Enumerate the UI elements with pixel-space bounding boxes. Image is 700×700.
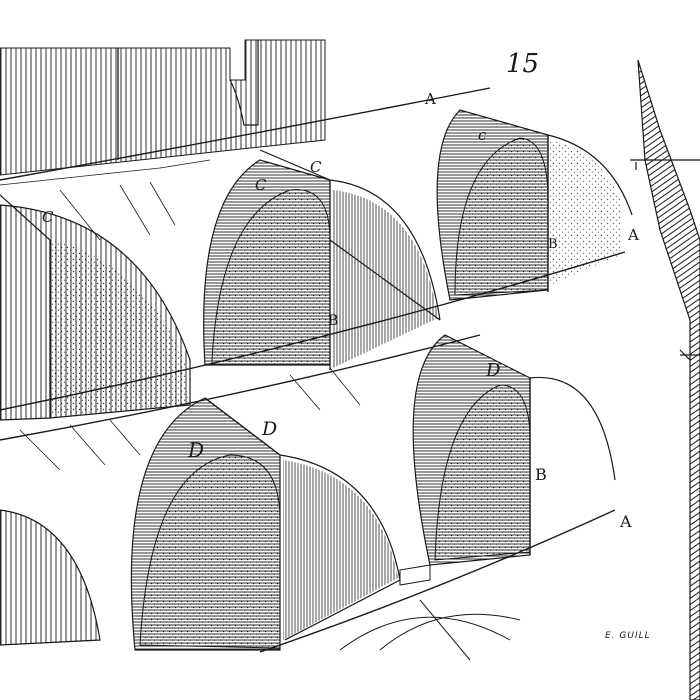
vault-upper-right — [436, 109, 633, 301]
engraver-signature: E. GUILL — [605, 631, 651, 641]
label-c-far-left: C — [42, 208, 54, 226]
label-a-mid: A — [627, 226, 639, 244]
vault-upper-left — [0, 194, 191, 421]
label-a-bottom: A — [619, 512, 632, 531]
label-d-left: D — [187, 438, 204, 462]
label-c-left: C — [255, 176, 267, 194]
label-c-right: c — [478, 126, 487, 144]
vault-lower-left — [0, 509, 101, 646]
vault-upper-middle — [203, 149, 441, 370]
figure-number: 15 — [506, 49, 539, 79]
label-d-right: D — [485, 360, 501, 381]
section-fragment — [630, 59, 700, 700]
labels: 15 A A A B B B C C C c D D D E. GUILL — [42, 49, 651, 641]
label-d-mid: D — [261, 418, 277, 440]
label-a-top: A — [424, 90, 436, 108]
label-c-mid: C — [310, 158, 322, 176]
lower-band — [0, 334, 616, 653]
top-wall — [0, 39, 326, 176]
bottom-arcs — [339, 599, 521, 661]
label-b-upper-left: B — [328, 313, 338, 329]
vault-lower-middle — [130, 397, 401, 651]
label-b-upper-right: B — [548, 237, 558, 252]
vault-lower-right — [399, 334, 616, 586]
label-b-lower: B — [535, 465, 547, 484]
